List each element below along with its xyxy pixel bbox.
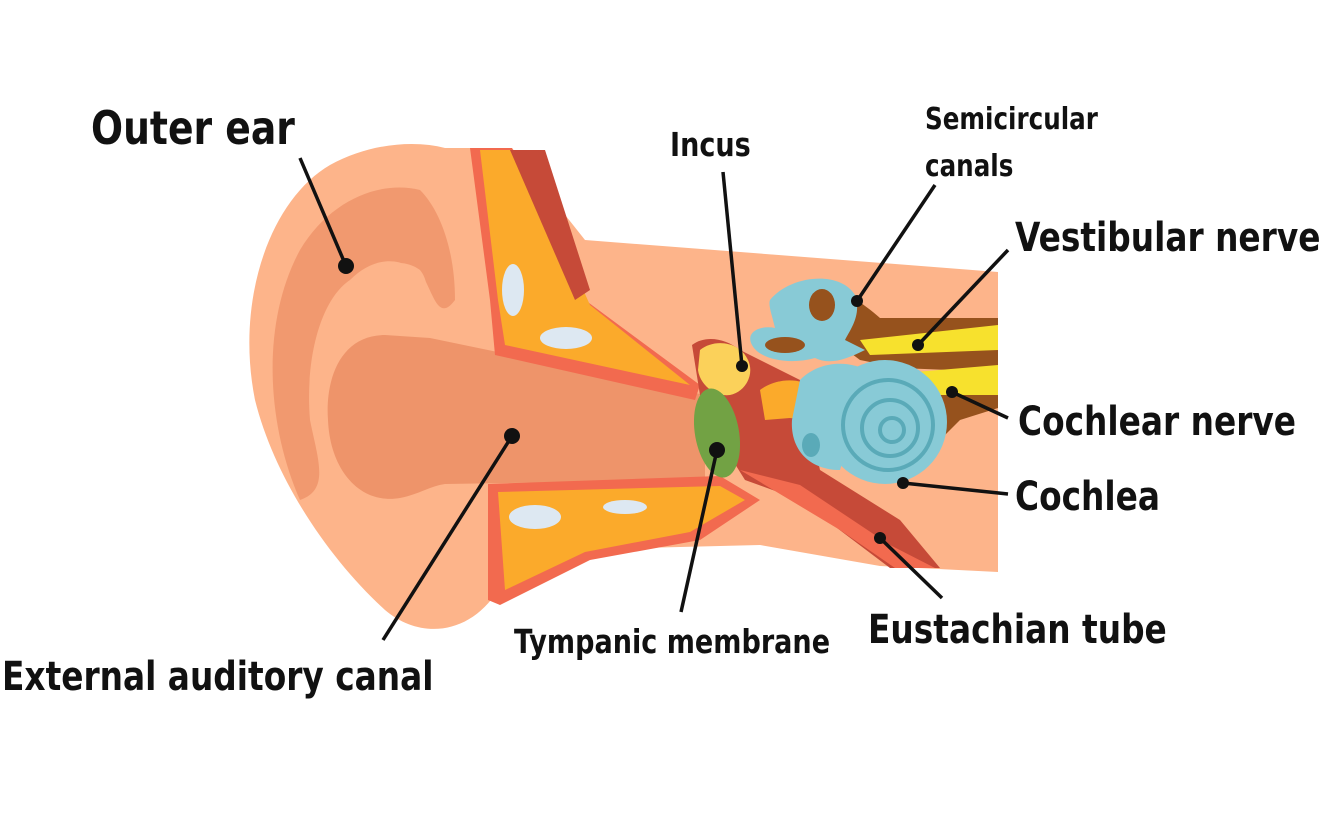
- upper-muscle: [510, 150, 590, 300]
- cochlea-spiral-3: [878, 416, 906, 444]
- label-semicircular-line1: Semicircular: [925, 102, 1098, 137]
- dot-vestibular: [912, 339, 924, 351]
- dot-cochlea: [897, 477, 909, 489]
- antihelix-ridge: [360, 262, 427, 300]
- label-external-auditory-canal: External auditory canal: [2, 654, 434, 700]
- leader-eustachian: [878, 536, 944, 600]
- leader-incus: [721, 171, 744, 367]
- lower-bone-fill: [498, 486, 745, 590]
- canal-hole-2: [765, 337, 805, 353]
- dot-outer-ear: [338, 258, 354, 274]
- leader-cochlear-nerve: [951, 390, 1009, 420]
- cochlea-spiral-1: [841, 378, 935, 472]
- leader-tympanic: [679, 449, 719, 613]
- leader-outer-ear: [298, 157, 348, 267]
- leader-semicircular: [855, 184, 937, 302]
- label-tympanic-membrane: Tympanic membrane: [514, 622, 831, 661]
- dot-cochlear-nerve: [946, 386, 958, 398]
- dot-tympanic: [709, 442, 725, 458]
- label-vestibular-nerve: Vestibular nerve: [1015, 215, 1320, 261]
- dot-eustachian: [874, 532, 886, 544]
- upper-white-patch-1: [502, 264, 524, 316]
- label-cochlea: Cochlea: [1015, 474, 1161, 520]
- dot-external-canal: [504, 428, 520, 444]
- label-cochlear-nerve: Cochlear nerve: [1018, 399, 1297, 445]
- canal-hole-1: [809, 289, 835, 321]
- leader-vestibular: [916, 248, 1010, 347]
- lower-white-patch-2: [603, 500, 647, 514]
- upper-white-patch-2: [540, 327, 592, 349]
- label-eustachian-tube: Eustachian tube: [868, 607, 1167, 653]
- leader-external-canal: [381, 435, 514, 641]
- ossicles: [698, 343, 751, 396]
- upper-bone-fill: [480, 150, 690, 385]
- cochlea-spiral-2: [860, 398, 920, 458]
- dot-semicircular: [851, 295, 863, 307]
- label-semicircular-line2: canals: [925, 149, 1014, 184]
- tympanic-membrane-shape: [693, 388, 741, 478]
- label-outer-ear: Outer ear: [91, 101, 295, 155]
- label-incus: Incus: [670, 125, 751, 164]
- oval-window: [802, 433, 820, 457]
- dot-incus: [736, 360, 748, 372]
- leader-cochlea: [902, 481, 1009, 496]
- lower-white-patch-1: [509, 505, 561, 529]
